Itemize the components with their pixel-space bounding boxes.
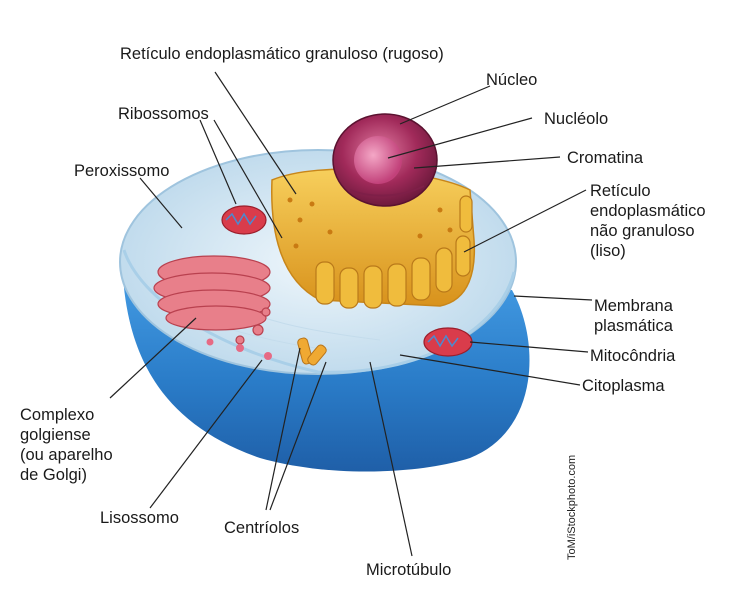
- label-reticulo-liso: Retículo endoplasmático não granuloso (l…: [590, 182, 706, 260]
- label-ribossomos: Ribossomos: [118, 105, 209, 123]
- smooth-er-tubes: [315, 195, 473, 309]
- chromatin: [349, 185, 425, 197]
- label-peroxissomo: Peroxissomo: [74, 162, 170, 180]
- label-cromatina: Cromatina: [567, 149, 644, 167]
- label-complexo-golgiense: Complexo golgiense (ou aparelho de Golgi…: [20, 406, 113, 484]
- label-mitocondria: Mitocôndria: [590, 347, 676, 365]
- label-microtubulo: Microtúbulo: [366, 561, 452, 579]
- label-nucleolo: Nucléolo: [544, 110, 609, 128]
- membrane-rim: [122, 249, 516, 374]
- label-nucleo: Núcleo: [486, 71, 538, 89]
- nucleolus: [354, 136, 402, 184]
- nucleus: [332, 113, 438, 207]
- ribosome-dots: [287, 197, 453, 249]
- mitochondria: [221, 205, 473, 357]
- leader-lines: [109, 71, 593, 557]
- golgi-apparatus: [153, 255, 271, 345]
- image-credit: ToM/iStockphoto.com: [566, 454, 578, 560]
- centrioles: [297, 337, 327, 366]
- label-reticulo-granuloso: Retículo endoplasmático granuloso (rugos…: [120, 45, 444, 63]
- endoplasmic-reticulum: [271, 168, 476, 309]
- label-lisossomo: Lisossomo: [100, 509, 179, 527]
- label-membrana: Membrana plasmática: [594, 297, 673, 335]
- label-citoplasma: Citoplasma: [582, 377, 665, 395]
- label-centriolos: Centríolos: [224, 519, 300, 537]
- lysosomes: [206, 338, 272, 360]
